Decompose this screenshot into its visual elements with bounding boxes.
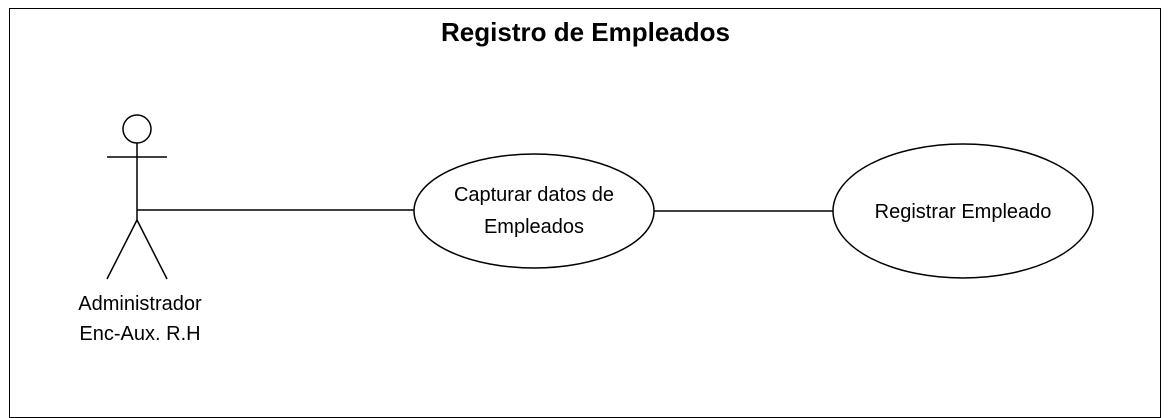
actor-head — [122, 114, 152, 144]
use-case-registrar-empleado: Registrar Empleado — [832, 143, 1094, 279]
use-case-capturar-ellipse — [413, 153, 655, 269]
use-case-registrar-label: Registrar Empleado — [875, 201, 1052, 223]
use-case-registrar-ellipse — [832, 143, 1094, 279]
diagram-title: Registro de Empleados — [441, 17, 730, 47]
use-case-diagram: Capturar datos de Empleados Registrar Em… — [78, 114, 1094, 345]
use-case-capturar-label-line2: Empleados — [484, 216, 584, 238]
use-case-capturar-label-line1: Capturar datos de — [454, 184, 614, 206]
actor-label-line2: Enc-Aux. R.H — [79, 323, 200, 345]
use-case-capturar-datos: Capturar datos de Empleados — [413, 153, 655, 269]
actor-label-line1: Administrador — [78, 293, 202, 315]
actor-stick-figure — [106, 114, 168, 280]
actor-right-leg — [136, 219, 168, 280]
actor-left-leg — [106, 219, 138, 280]
